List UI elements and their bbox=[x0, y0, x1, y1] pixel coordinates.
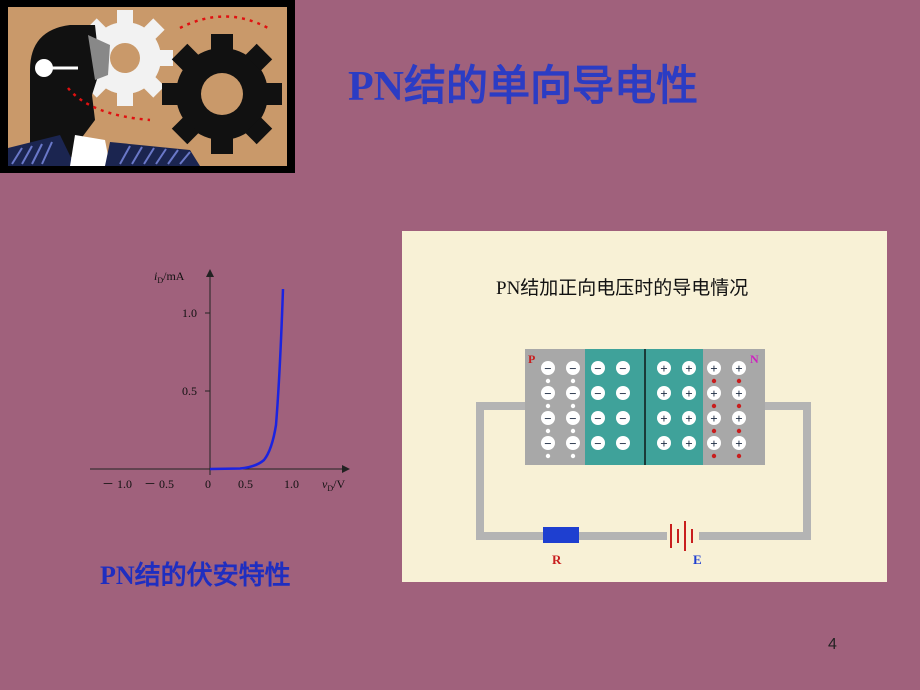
svg-text:+: + bbox=[685, 411, 692, 426]
svg-text:−: − bbox=[569, 386, 576, 401]
ion-row: − − − − bbox=[541, 436, 630, 451]
svg-text:+: + bbox=[735, 386, 742, 401]
ion-row: + + + + bbox=[657, 361, 746, 376]
y-tick-label: 1.0 bbox=[182, 306, 197, 320]
electrons bbox=[711, 378, 742, 459]
ion-row: − − − − bbox=[541, 361, 630, 376]
ion-row: + + + + bbox=[657, 386, 746, 401]
resistor-label: R bbox=[552, 552, 562, 567]
y-tick-label: 0.5 bbox=[182, 384, 197, 398]
svg-text:−: − bbox=[544, 436, 551, 451]
svg-text:−: − bbox=[544, 361, 551, 376]
n-label: N bbox=[750, 352, 759, 366]
svg-text:+: + bbox=[660, 411, 667, 426]
battery-label: E bbox=[693, 552, 702, 567]
y-axis-arrow bbox=[206, 269, 214, 277]
ion-row: − − − − bbox=[541, 411, 630, 426]
x-tick-label: 1.0 bbox=[284, 477, 299, 491]
person-gears-icon bbox=[8, 7, 287, 166]
svg-text:−: − bbox=[544, 411, 551, 426]
page-number: 4 bbox=[828, 636, 837, 653]
x-tick-label: 0 bbox=[205, 477, 211, 491]
x-tick-label: － 1.0 bbox=[102, 477, 132, 491]
svg-text:+: + bbox=[735, 436, 742, 451]
svg-text:−: − bbox=[569, 411, 576, 426]
svg-text:−: − bbox=[594, 411, 601, 426]
svg-text:−: − bbox=[619, 361, 626, 376]
diagram-title: PN结加正向电压时的导电情况 bbox=[496, 277, 748, 299]
svg-text:−: − bbox=[544, 386, 551, 401]
svg-text:+: + bbox=[685, 436, 692, 451]
resistor-icon bbox=[543, 527, 579, 543]
svg-text:+: + bbox=[660, 361, 667, 376]
x-axis-arrow bbox=[342, 465, 350, 473]
svg-text:−: − bbox=[569, 361, 576, 376]
svg-text:−: − bbox=[594, 386, 601, 401]
negative-ions: − − − − − − − − − − − − − − − − bbox=[541, 361, 630, 451]
svg-text:−: − bbox=[569, 436, 576, 451]
ion-row: + + + + bbox=[657, 411, 746, 426]
svg-text:+: + bbox=[710, 361, 717, 376]
x-axis-label: vD/V bbox=[322, 477, 345, 493]
svg-text:−: − bbox=[594, 436, 601, 451]
svg-text:−: − bbox=[619, 411, 626, 426]
x-tick-label: 0.5 bbox=[238, 477, 253, 491]
y-axis-label: iD/mA bbox=[154, 269, 185, 285]
svg-text:+: + bbox=[685, 361, 692, 376]
svg-text:−: − bbox=[619, 386, 626, 401]
svg-text:+: + bbox=[710, 411, 717, 426]
svg-text:+: + bbox=[735, 361, 742, 376]
svg-text:−: − bbox=[594, 361, 601, 376]
svg-text:+: + bbox=[685, 386, 692, 401]
battery-icon bbox=[667, 521, 699, 551]
positive-ions: + + + + + + + + + + + + + + + + bbox=[657, 361, 746, 451]
svg-text:+: + bbox=[660, 386, 667, 401]
slide-title: PN结的单向导电性 bbox=[348, 64, 698, 110]
svg-text:−: − bbox=[619, 436, 626, 451]
pn-junction-diagram: PN结加正向电压时的导电情况 P N − − − − − − − − − bbox=[402, 231, 887, 582]
svg-text:+: + bbox=[710, 436, 717, 451]
graph-caption: PN结的伏安特性 bbox=[100, 561, 291, 590]
iv-characteristic-graph: iD/mA 1.0 0.5 － 1.0 － 0.5 0 0.5 1.0 vD/V bbox=[80, 255, 370, 505]
logo-image bbox=[0, 0, 295, 173]
p-label: P bbox=[528, 352, 535, 366]
svg-text:+: + bbox=[660, 436, 667, 451]
svg-text:+: + bbox=[735, 411, 742, 426]
iv-curve bbox=[209, 288, 285, 471]
holes bbox=[545, 378, 576, 459]
x-tick-label: － 0.5 bbox=[144, 477, 174, 491]
svg-text:+: + bbox=[710, 386, 717, 401]
ion-row: − − − − bbox=[541, 386, 630, 401]
ion-row: + + + + bbox=[657, 436, 746, 451]
